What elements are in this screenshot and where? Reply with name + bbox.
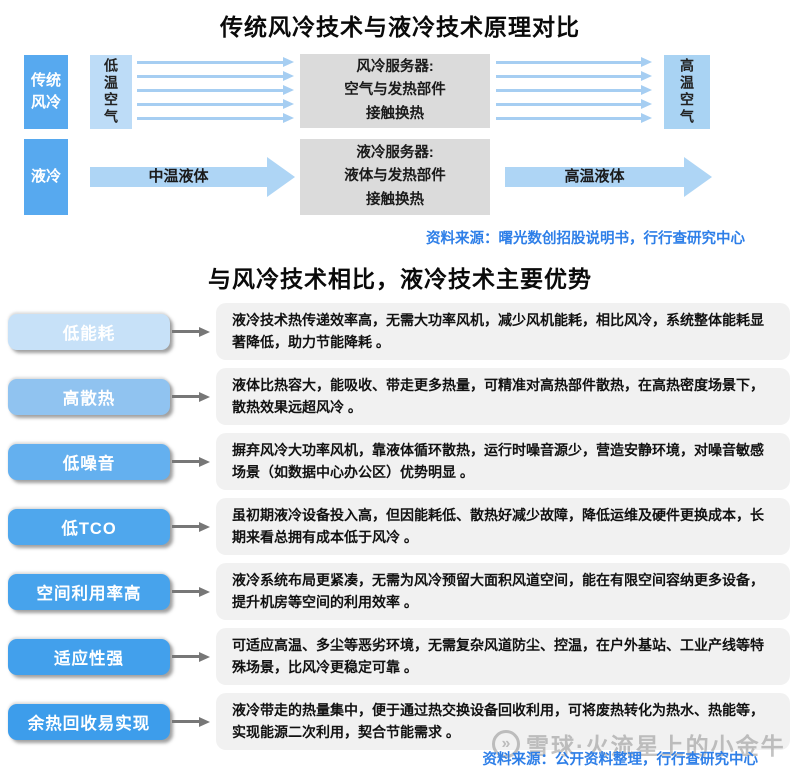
source-note-top: 资料来源：曙光数创招股说明书，行行查研究中心 xyxy=(426,231,745,247)
connector-arrow-icon xyxy=(170,521,212,532)
connector-arrow-icon xyxy=(170,651,212,662)
air-flow-arrows-right xyxy=(496,57,652,123)
cold-air-label: 低温空气 xyxy=(103,58,119,126)
advantage-label: 空间利用率高 xyxy=(8,573,170,610)
hot-air-label: 高温空气 xyxy=(679,58,695,126)
liquid-server-box: 液冷服务器: 液体与发热部件 接触换热 xyxy=(300,139,490,215)
liquid-cooling-row-label: 液冷 xyxy=(24,139,68,215)
watermark-text: 雪球·火流星上的小金牛 xyxy=(526,733,786,759)
right-arrow-icon xyxy=(496,99,652,109)
advantage-row: 余热回收易实现 液冷带走的热量集中，便于通过热交换设备回收利用，可将废热转化为热… xyxy=(0,689,800,754)
watermark: » 雪球·火流星上的小金牛 xyxy=(492,727,786,761)
medium-temp-liquid-label: 中温液体 xyxy=(148,168,209,185)
right-arrow-icon xyxy=(496,57,652,67)
right-arrow-icon xyxy=(137,99,294,109)
advantage-description: 液体比热容大，能吸收、带走更多热量，可精准对高热部件散热，在高热密度场景下，散热… xyxy=(216,367,790,426)
advantage-label: 高散热 xyxy=(8,378,170,415)
air-server-box: 风冷服务器: 空气与发热部件 接触换热 xyxy=(300,54,490,128)
high-temp-liquid-arrow: 高温液体 xyxy=(505,147,712,207)
right-arrow-icon xyxy=(496,113,652,123)
connector-arrow-icon xyxy=(170,586,212,597)
arrow-body xyxy=(90,167,267,187)
medium-temp-liquid-arrow: 中温液体 xyxy=(90,147,295,207)
connector-arrow-icon xyxy=(170,326,212,337)
arrow-head-icon xyxy=(267,157,295,197)
right-arrow-icon xyxy=(137,57,294,67)
principle-diagram: 传统风冷 低温空气 风冷服务器: 空气与发热部件 接触换热 高温空气 液冷 xyxy=(0,48,800,228)
high-temp-liquid-label: 高温液体 xyxy=(564,168,625,185)
advantage-description: 液冷技术热传递效率高，无需大功率风机，减少风机能耗，相比风冷，系统整体能耗显著降… xyxy=(216,302,790,361)
advantage-label: 低能耗 xyxy=(8,313,170,350)
advantage-label: 低TCO xyxy=(8,508,170,545)
air-flow-arrows-left xyxy=(137,57,294,123)
xueqiu-logo-icon: » xyxy=(492,730,520,758)
arrow-head-icon xyxy=(684,157,712,197)
advantage-label: 适应性强 xyxy=(8,638,170,675)
right-arrow-icon xyxy=(137,71,294,81)
advantage-row: 低TCO 虽初期液冷设备投入高，但因能耗低、散热好减少故障，降低运维及硬件更换成… xyxy=(0,494,800,559)
hot-air-box: 高温空气 xyxy=(664,55,710,129)
right-arrow-icon xyxy=(496,71,652,81)
advantage-row: 低能耗 液冷技术热传递效率高，无需大功率风机，减少风机能耗，相比风冷，系统整体能… xyxy=(0,299,800,364)
arrow-body xyxy=(505,167,684,187)
connector-arrow-icon xyxy=(170,391,212,402)
right-arrow-icon xyxy=(137,85,294,95)
advantage-description: 液冷带走的热量集中，便于通过热交换设备回收利用，可将废热转化为热水、热能等，实现… xyxy=(216,692,790,751)
advantage-description: 摒弃风冷大功率风机，靠液体循环散热，运行时噪音源少，营造安静环境，对噪音敏感场景… xyxy=(216,432,790,491)
source-note-bottom: 资料来源：公开资料整理，行行查研究中心 xyxy=(482,752,759,768)
cold-air-box: 低温空气 xyxy=(90,55,132,129)
advantage-row: 高散热 液体比热容大，能吸收、带走更多热量，可精准对高热部件散热，在高热密度场景… xyxy=(0,364,800,429)
advantage-description: 液冷系统布局更紧凑，无需为风冷预留大面积风道空间，能在有限空间容纳更多设备，提升… xyxy=(216,562,790,621)
right-arrow-icon xyxy=(137,113,294,123)
advantages-title: 与风冷技术相比，液冷技术主要优势 xyxy=(208,266,592,292)
advantage-row: 低噪音 摒弃风冷大功率风机，靠液体循环散热，运行时噪音源少，营造安静环境，对噪音… xyxy=(0,429,800,494)
advantage-description: 可适应高温、多尘等恶劣环境，无需复杂风道防尘、控温，在户外基站、工业产线等特殊场… xyxy=(216,627,790,686)
advantage-label: 低噪音 xyxy=(8,443,170,480)
air-cooling-row-label: 传统风冷 xyxy=(24,55,68,129)
connector-arrow-icon xyxy=(170,456,212,467)
advantage-row: 适应性强 可适应高温、多尘等恶劣环境，无需复杂风道防尘、控温，在户外基站、工业产… xyxy=(0,624,800,689)
advantages-list: 低能耗 液冷技术热传递效率高，无需大功率风机，减少风机能耗，相比风冷，系统整体能… xyxy=(0,299,800,754)
connector-arrow-icon xyxy=(170,716,212,727)
advantage-row: 空间利用率高 液冷系统布局更紧凑，无需为风冷预留大面积风道空间，能在有限空间容纳… xyxy=(0,559,800,624)
advantage-description: 虽初期液冷设备投入高，但因能耗低、散热好减少故障，降低运维及硬件更换成本，长期来… xyxy=(216,497,790,556)
advantage-label: 余热回收易实现 xyxy=(8,703,170,740)
principle-title: 传统风冷技术与液冷技术原理对比 xyxy=(220,14,580,40)
right-arrow-icon xyxy=(496,85,652,95)
